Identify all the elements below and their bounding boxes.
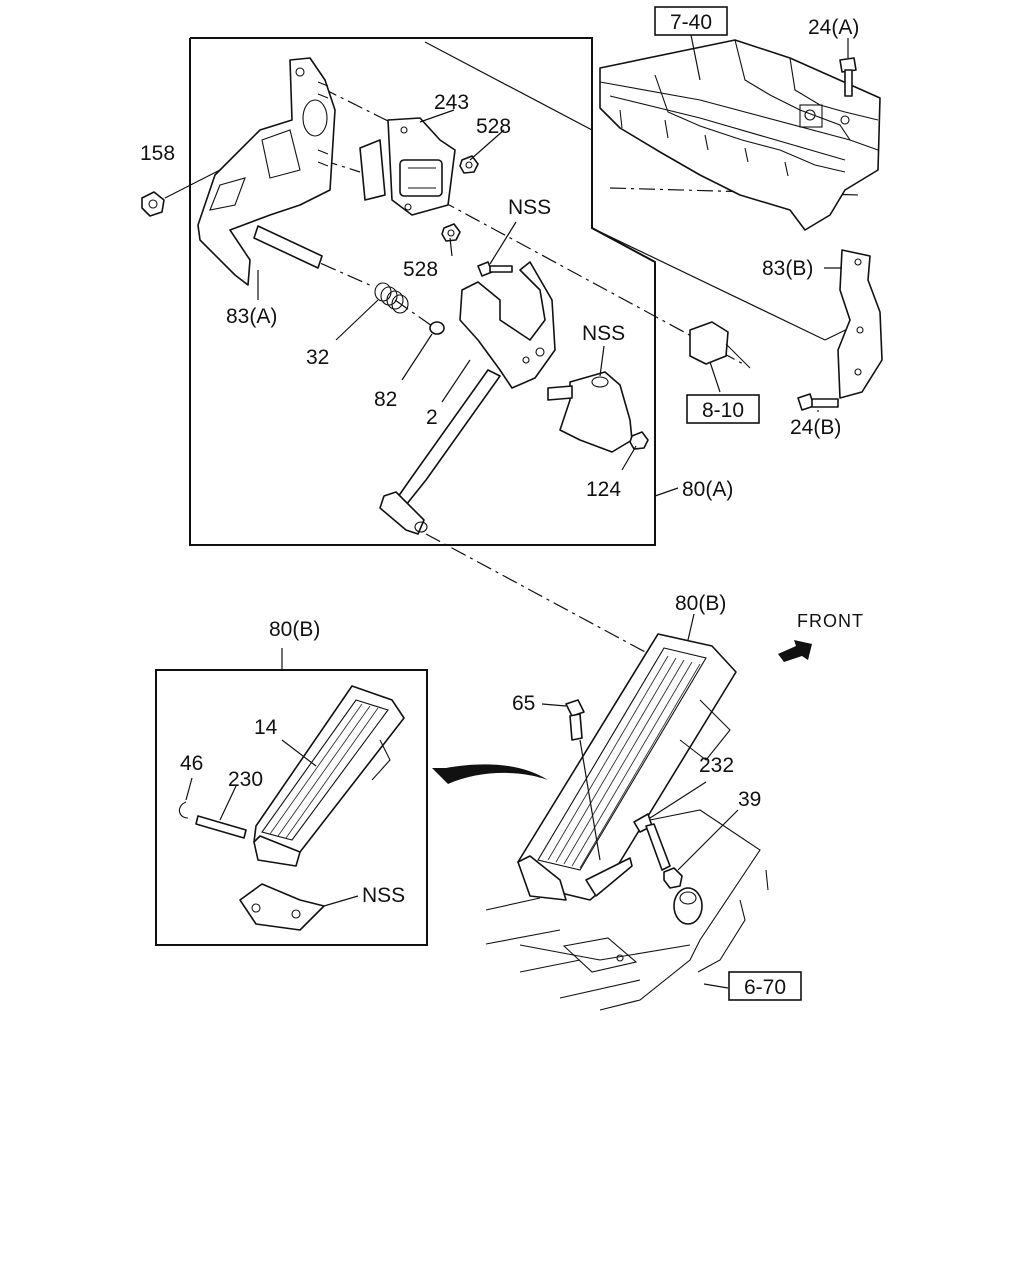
nut-528-top	[459, 155, 479, 174]
ref-box-7-40[interactable]: 7-40	[654, 6, 728, 36]
callout-nss-top: NSS	[508, 196, 551, 219]
detail-frame-80b-inset	[155, 669, 428, 946]
leader-lines	[164, 29, 849, 989]
stopper-bolt-232	[633, 813, 671, 871]
ref-8-10-label: 8-10	[702, 399, 744, 422]
inset-pin-230	[195, 815, 247, 839]
callout-labels: 24(A) 83(B) 24(B) 243 528 158 NSS 528 83…	[140, 16, 864, 907]
pedal-stopper	[673, 887, 703, 925]
front-label: FRONT	[797, 611, 864, 631]
bracket-83b	[837, 249, 883, 399]
inset-clip-46	[178, 801, 189, 819]
crossmember-frame	[599, 39, 881, 231]
pedal-damper-nss	[547, 371, 633, 453]
callout-24b: 24(B)	[790, 416, 841, 439]
floor-panel	[485, 809, 769, 1011]
pedal-bracket	[197, 57, 336, 286]
callout-14: 14	[254, 716, 278, 739]
callout-232: 232	[699, 754, 734, 777]
ref-7-40-label: 7-40	[670, 11, 712, 34]
ref-box-8-10[interactable]: 8-10	[686, 394, 760, 424]
bolt-nss-top	[477, 261, 513, 277]
callout-32: 32	[306, 346, 329, 369]
callout-46: 46	[180, 752, 203, 775]
inset-pedal-pad-14	[253, 685, 405, 867]
pedal-position-sensor-243	[359, 117, 456, 216]
nut-124	[629, 431, 649, 450]
detail-arrow	[432, 764, 548, 784]
callout-124: 124	[586, 478, 621, 501]
callout-83b: 83(B)	[762, 257, 813, 280]
callout-65: 65	[512, 692, 535, 715]
callout-528-bottom: 528	[403, 258, 438, 281]
callout-80b-inset: 80(B)	[269, 618, 320, 641]
bushing-82	[429, 321, 445, 335]
callout-230: 230	[228, 768, 263, 791]
pivot-shaft	[253, 225, 323, 269]
callout-243: 243	[434, 91, 469, 114]
callout-nss-inset: NSS	[362, 884, 405, 907]
front-arrow-icon	[778, 640, 812, 662]
return-spring-32	[374, 282, 409, 314]
bolt-24a	[839, 57, 857, 97]
accelerator-pedal-80b	[517, 633, 737, 901]
ref-6-70-label: 6-70	[744, 976, 786, 999]
callout-528-top: 528	[476, 115, 511, 138]
bolt-65	[565, 699, 601, 861]
callout-80b-main: 80(B)	[675, 592, 726, 615]
callout-80a: 80(A)	[682, 478, 733, 501]
bolt-24b	[797, 393, 839, 411]
detail-frame-80a	[189, 37, 656, 546]
callout-158: 158	[140, 142, 175, 165]
ref-box-6-70[interactable]: 6-70	[728, 971, 802, 1001]
nut-528-bottom	[441, 223, 461, 242]
callout-82: 82	[374, 388, 397, 411]
nut-158	[141, 191, 165, 217]
callout-24a: 24(A)	[808, 16, 859, 39]
harness-connector	[689, 321, 751, 369]
callout-39: 39	[738, 788, 761, 811]
inset-bracket-nss	[239, 883, 325, 931]
callout-83a: 83(A)	[226, 305, 277, 328]
callout-2: 2	[426, 406, 438, 429]
callout-nss-mid: NSS	[582, 322, 625, 345]
nut-39	[663, 867, 683, 889]
stud-pins	[317, 81, 329, 167]
pedal-arm-2	[379, 261, 556, 535]
